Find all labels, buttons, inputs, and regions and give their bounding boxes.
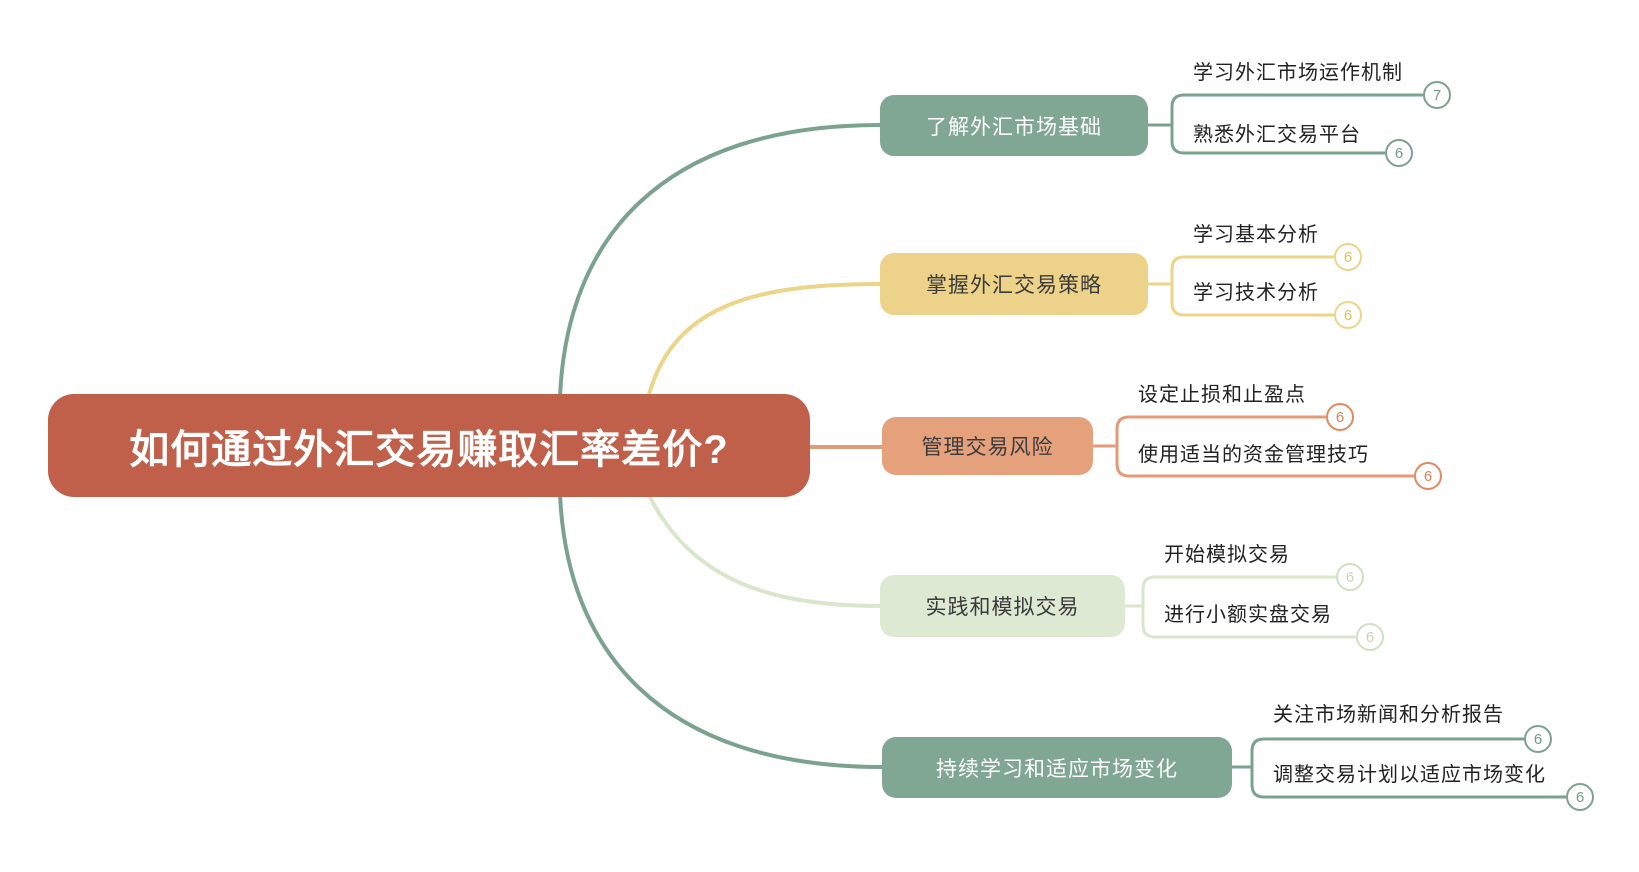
branch-topic-1[interactable]: 了解外汇市场基础 bbox=[880, 95, 1148, 156]
subtopic-label-3-2[interactable]: 使用适当的资金管理技巧 bbox=[1138, 443, 1369, 466]
task-count-badge-1-2[interactable]: 6 bbox=[1385, 139, 1413, 167]
task-count-badge-1-1[interactable]: 7 bbox=[1423, 81, 1451, 109]
subtopic-label-1-2[interactable]: 熟悉外汇交易平台 bbox=[1193, 123, 1361, 146]
branch-topic-4[interactable]: 实践和模拟交易 bbox=[880, 575, 1125, 637]
task-count-badge-2-1[interactable]: 6 bbox=[1334, 243, 1362, 271]
branch-3-bracket bbox=[1115, 415, 1414, 478]
subtopic-label-1-1[interactable]: 学习外汇市场运作机制 bbox=[1193, 61, 1403, 84]
subtopic-label-3-1[interactable]: 设定止损和止盈点 bbox=[1138, 383, 1306, 406]
branch-1-curve bbox=[558, 123, 881, 399]
branch-5-bracket bbox=[1250, 737, 1566, 799]
subtopic-label-2-2[interactable]: 学习技术分析 bbox=[1193, 281, 1319, 304]
root-topic[interactable]: 如何通过外汇交易赚取汇率差价? bbox=[48, 394, 810, 497]
branch-topic-3[interactable]: 管理交易风险 bbox=[882, 417, 1093, 475]
task-count-badge-4-1[interactable]: 6 bbox=[1336, 563, 1364, 591]
subtopic-label-4-1[interactable]: 开始模拟交易 bbox=[1164, 543, 1290, 566]
task-count-badge-5-2[interactable]: 6 bbox=[1566, 783, 1594, 811]
task-count-badge-2-2[interactable]: 6 bbox=[1334, 301, 1362, 329]
branch-4-curve bbox=[646, 492, 881, 608]
branch-topic-5[interactable]: 持续学习和适应市场变化 bbox=[882, 737, 1232, 798]
subtopic-label-5-1[interactable]: 关注市场新闻和分析报告 bbox=[1273, 703, 1504, 726]
task-count-badge-4-2[interactable]: 6 bbox=[1356, 623, 1384, 651]
subtopic-label-5-2[interactable]: 调整交易计划以适应市场变化 bbox=[1273, 763, 1546, 786]
branch-2-bracket bbox=[1170, 255, 1334, 317]
branch-5-curve bbox=[558, 492, 883, 769]
subtopic-label-4-2[interactable]: 进行小额实盘交易 bbox=[1164, 603, 1332, 626]
task-count-badge-5-1[interactable]: 6 bbox=[1524, 725, 1552, 753]
task-count-badge-3-2[interactable]: 6 bbox=[1414, 462, 1442, 490]
branch-1-bracket bbox=[1170, 93, 1423, 155]
task-count-badge-3-1[interactable]: 6 bbox=[1326, 403, 1354, 431]
branch-2-curve bbox=[646, 282, 881, 399]
branch-topic-2[interactable]: 掌握外汇交易策略 bbox=[880, 253, 1148, 315]
branch-4-bracket bbox=[1141, 575, 1356, 639]
subtopic-label-2-1[interactable]: 学习基本分析 bbox=[1193, 223, 1319, 246]
